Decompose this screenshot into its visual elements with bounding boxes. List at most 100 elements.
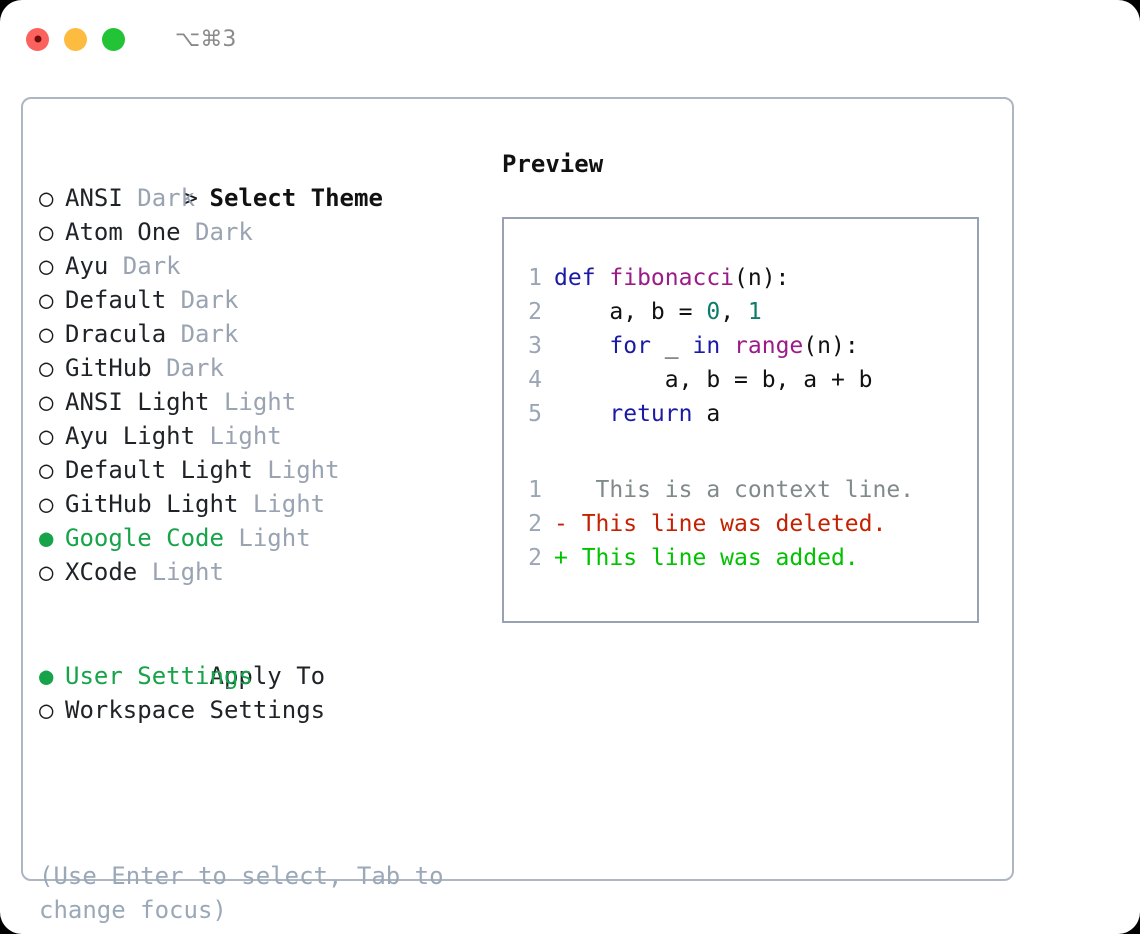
theme-kind-label: Dark — [166, 286, 239, 314]
radio-unselected-icon[interactable]: ○ — [39, 456, 54, 484]
diff-spacer — [514, 431, 977, 473]
theme-picker-heading-label: Select Theme — [209, 184, 383, 212]
theme-kind-label: Dark — [122, 184, 196, 212]
preview-title: Preview — [502, 150, 604, 178]
theme-name-label: Ayu — [65, 252, 109, 280]
theme-name-label: ANSI Light — [65, 388, 210, 416]
code-token: a, b = — [554, 299, 707, 325]
theme-name-label: Default Light — [65, 456, 253, 484]
apply-to-option-label: User Settings — [65, 662, 253, 690]
line-number: 2 — [528, 545, 542, 571]
theme-list-item[interactable]: ○ Ayu Dark — [39, 249, 479, 283]
theme-list-item[interactable]: ○Default Light Light — [39, 453, 479, 487]
theme-list-item[interactable]: ○ Default Dark — [39, 283, 479, 317]
radio-unselected-icon[interactable]: ○ — [39, 184, 54, 212]
apply-to-heading-label: Apply To — [209, 662, 326, 690]
diff-line: 2 - This line was deleted. — [514, 507, 977, 541]
theme-picker-column: >Select Theme ○ANSI Dark○Atom One Dark○A… — [39, 147, 479, 727]
line-number: 5 — [528, 401, 542, 427]
theme-kind-label: Light — [238, 490, 326, 518]
keyboard-shortcut-label: ⌥⌘3 — [175, 26, 237, 52]
traffic-light-buttons — [26, 27, 125, 51]
radio-unselected-icon[interactable]: ○ — [39, 320, 54, 348]
code-token: 1 — [747, 299, 762, 325]
theme-kind-label: Dark — [166, 320, 239, 348]
theme-name-label: Google Code — [65, 524, 224, 552]
code-token: return — [609, 401, 693, 427]
apply-to-option[interactable]: ○ Workspace Settings — [39, 693, 479, 727]
code-token: a, b = b, a + b — [554, 367, 873, 393]
theme-picker-heading: > Select Theme — [39, 147, 479, 212]
code-token: , — [720, 299, 748, 325]
code-token: (n): — [803, 333, 859, 359]
theme-list-item[interactable]: ○XCode Light — [39, 555, 479, 589]
main-panel: >Select Theme ○ANSI Dark○Atom One Dark○A… — [21, 97, 1014, 924]
radio-unselected-icon[interactable]: ○ — [39, 422, 54, 450]
theme-kind-label: Dark — [180, 218, 253, 246]
theme-kind-label: Light — [223, 524, 311, 552]
prompt-caret-icon: > — [183, 184, 198, 212]
line-number: 2 — [528, 299, 542, 325]
radio-selected-icon[interactable]: ● — [39, 524, 54, 552]
radio-unselected-icon[interactable]: ○ — [39, 286, 54, 314]
code-token — [554, 401, 609, 427]
theme-list-item[interactable]: ○ ANSI Dark — [39, 181, 479, 215]
code-token — [720, 333, 734, 359]
theme-kind-label: Light — [195, 422, 282, 450]
line-number: 4 — [528, 367, 542, 393]
apply-to-option-label: Workspace Settings — [65, 696, 326, 724]
code-line: 2 a, b = 0, 1 — [514, 295, 977, 329]
radio-unselected-icon[interactable]: ○ — [39, 696, 54, 724]
apply-to-heading: ○Apply To — [39, 625, 479, 690]
radio-unselected-icon[interactable]: ○ — [39, 354, 54, 382]
code-token: (n): — [734, 265, 790, 291]
line-number: 1 — [528, 477, 542, 503]
radio-unselected-icon[interactable]: ○ — [39, 252, 54, 280]
theme-list-item[interactable]: ○Ayu Light Light — [39, 419, 479, 453]
radio-unselected-icon[interactable]: ○ — [39, 388, 54, 416]
diff-line-text: - This line was deleted. — [554, 511, 887, 537]
theme-list-item[interactable]: ● Google Code Light — [39, 521, 479, 555]
line-number: 1 — [528, 265, 542, 291]
code-token: fibonacci — [609, 265, 735, 291]
close-window-button[interactable] — [26, 27, 49, 51]
theme-name-label: ANSI — [65, 184, 123, 212]
theme-name-label: Default — [65, 286, 167, 314]
apply-to-option[interactable]: ● User Settings — [39, 659, 479, 693]
theme-list-item[interactable]: ○Dracula Dark — [39, 317, 479, 351]
code-token: in — [692, 333, 721, 359]
line-number: 3 — [528, 333, 542, 359]
code-token — [554, 333, 609, 359]
code-token: def — [554, 265, 610, 291]
theme-list-item[interactable]: ○ GitHub Dark — [39, 351, 479, 385]
code-token: range — [734, 333, 804, 359]
radio-unselected-icon[interactable]: ○ — [39, 558, 54, 586]
section-spacer — [39, 589, 479, 625]
code-line: 1 def fibonacci(n): — [514, 261, 977, 295]
code-token: a — [692, 401, 721, 427]
apply-to-list: ● User Settings ○ Workspace Settings — [39, 659, 479, 727]
window-titlebar: ⌥⌘3 — [0, 0, 1140, 78]
code-token: 0 — [706, 299, 721, 325]
code-token: _ — [650, 333, 693, 359]
diff-sample: 1 This is a context line.2- This line wa… — [514, 473, 977, 575]
diff-line-text: + This line was added. — [554, 545, 859, 571]
theme-kind-label: Dark — [151, 354, 224, 382]
code-line: 5 return a — [514, 397, 977, 431]
theme-kind-label: Dark — [108, 252, 181, 280]
minimize-window-button[interactable] — [64, 27, 87, 51]
radio-unselected-icon[interactable]: ○ — [39, 218, 54, 246]
theme-kind-label: Light — [209, 388, 297, 416]
theme-list-item[interactable]: ○Atom One Dark — [39, 215, 479, 249]
theme-name-label: GitHub — [65, 354, 152, 382]
radio-selected-icon[interactable]: ● — [39, 662, 54, 690]
maximize-window-button[interactable] — [102, 27, 125, 51]
theme-list-item[interactable]: ○GitHub Light Light — [39, 487, 479, 521]
line-number: 2 — [528, 511, 542, 537]
radio-unselected-icon[interactable]: ○ — [39, 490, 54, 518]
theme-list-item[interactable]: ○ ANSI Light Light — [39, 385, 479, 419]
diff-line: 2 + This line was added. — [514, 541, 977, 575]
